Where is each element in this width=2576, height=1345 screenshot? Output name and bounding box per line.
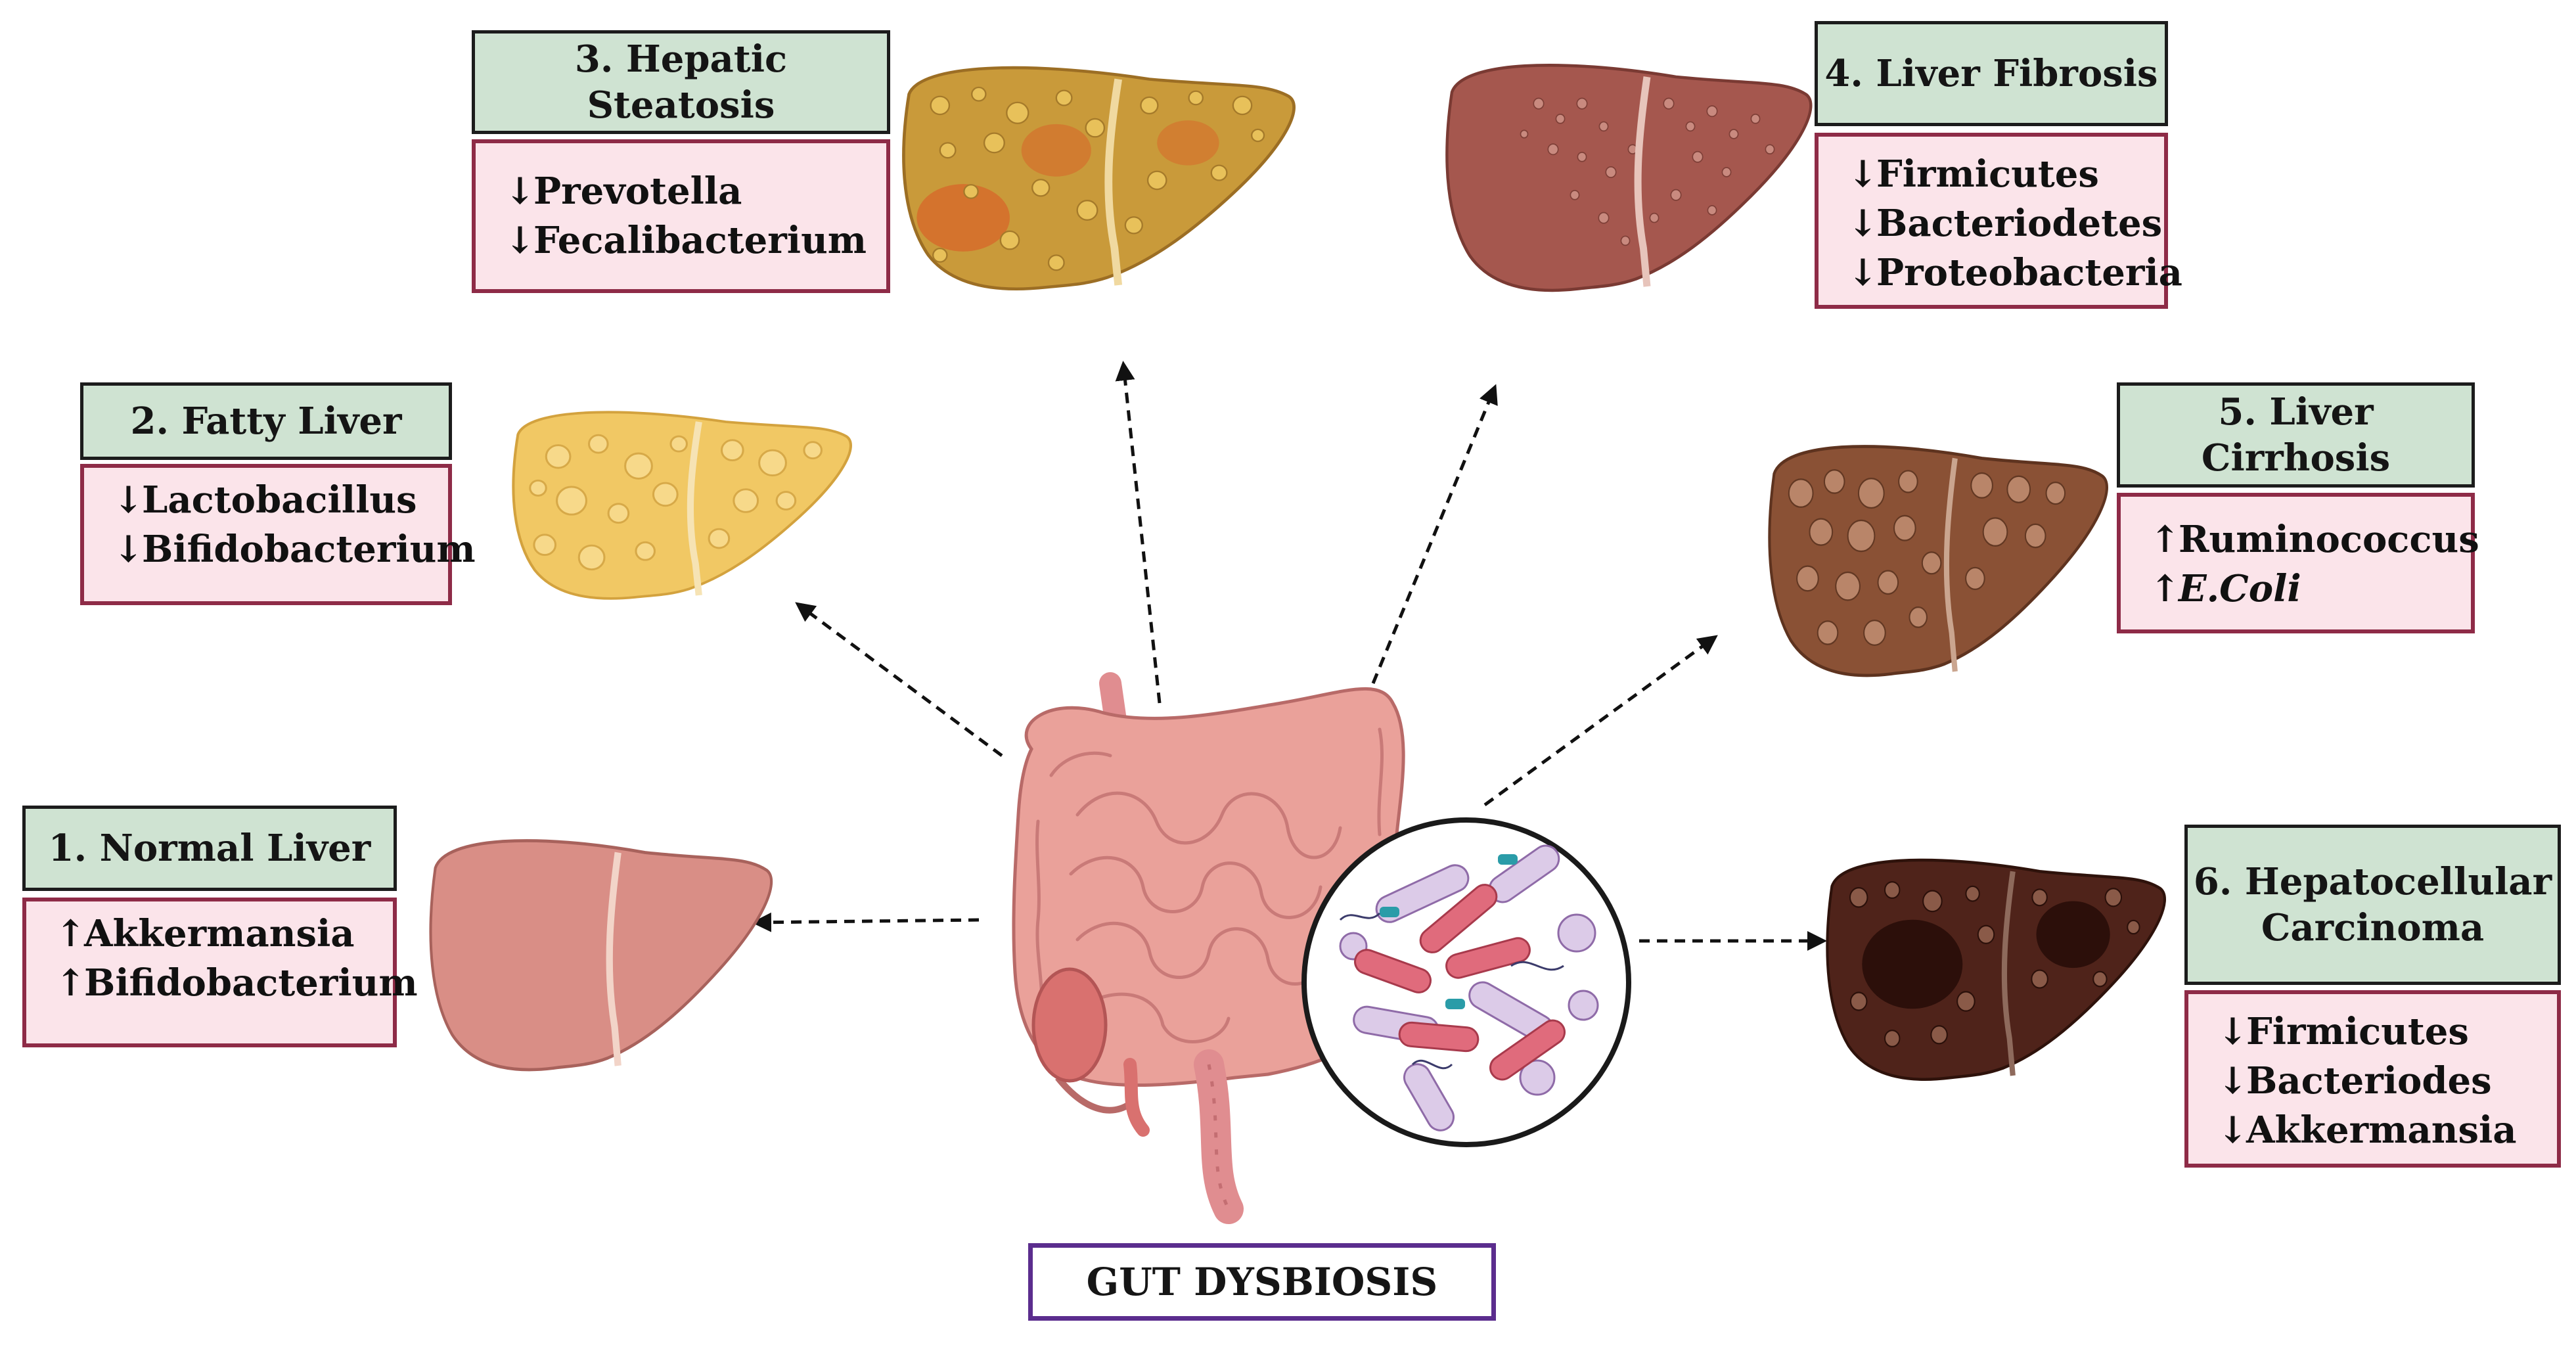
bacteria-item: ↓Lactobacillus — [113, 476, 448, 525]
bacteria-box-hepatocellular-carcinoma: ↓Firmicutes ↓Bacteriodes ↓Akkermansia — [2184, 990, 2561, 1168]
bacteria-item: ↓Firmicutes — [1847, 150, 2164, 199]
stage-title-normal-liver: 1. Normal Liver — [22, 806, 397, 891]
trend-arrow: ↓ — [2217, 1010, 2248, 1053]
bacteria-name: Ruminococcus — [2179, 518, 2479, 561]
bacteria-item: ↓Bacteriodetes — [1847, 199, 2164, 248]
bacteria-name: Bacteriodes — [2246, 1059, 2492, 1103]
bacteria-name: Firmicutes — [1876, 152, 2099, 196]
gut-dysbiosis-label: GUT DYSBIOSIS — [1028, 1243, 1496, 1321]
steatosis-liver-illustration — [903, 68, 1294, 289]
trend-arrow: ↑ — [2150, 567, 2181, 610]
trend-arrow: ↓ — [113, 528, 144, 571]
fatty-liver-illustration — [513, 412, 851, 599]
stage-title-line-2: Carcinoma — [2261, 906, 2485, 949]
arrow-to-fibrosis-liver — [1371, 384, 1498, 684]
stage-title-liver-fibrosis: 4. Liver Fibrosis — [1815, 21, 2168, 126]
bacteria-name: Prevotella — [533, 170, 742, 213]
stage-title-liver-cirrhosis: 5. Liver Cirrhosis — [2117, 382, 2475, 488]
stage-title-fatty-liver: 2. Fatty Liver — [80, 382, 452, 460]
arrow-to-fatty-liver — [795, 602, 1003, 758]
bacteria-item: ↓Proteobacteria — [1847, 248, 2182, 298]
bacteria-name: Akkermansia — [84, 912, 355, 955]
trend-arrow: ↓ — [2217, 1059, 2248, 1103]
trend-arrow: ↓ — [1847, 152, 1878, 196]
trend-arrow: ↑ — [55, 961, 86, 1005]
trend-arrow: ↓ — [505, 219, 535, 262]
normal-liver-illustration — [431, 840, 772, 1070]
stage-title-hepatic-steatosis: 3. Hepatic Steatosis — [472, 30, 890, 134]
bacteria-box-liver-fibrosis: ↓Firmicutes ↓Bacteriodetes ↓Proteobacter… — [1815, 133, 2182, 309]
bacteria-item: ↓Bacteriodes — [2217, 1057, 2557, 1106]
trend-arrow: ↓ — [1847, 202, 1878, 245]
bacteria-name: Akkermansia — [2246, 1108, 2517, 1152]
trend-arrow: ↓ — [2217, 1108, 2248, 1152]
bacteria-item: ↓Firmicutes — [2217, 1007, 2557, 1057]
microbiome-circle — [1301, 817, 1631, 1147]
bacteria-box-liver-cirrhosis: ↑Ruminococcus ↑E.Coli — [2117, 493, 2479, 633]
arrows — [752, 361, 1827, 951]
bacteria-item: ↓Fecalibacterium — [505, 216, 886, 265]
arrow-to-steatosis-liver — [1115, 361, 1162, 704]
bacteria-box-normal-liver: ↑Akkermansia ↑Bifidobacterium — [22, 898, 418, 1047]
bacteria-name: Proteobacteria — [1876, 251, 2182, 294]
arrow-to-normal-liver — [752, 912, 980, 932]
hcc-liver-illustration — [1827, 860, 2165, 1080]
bacteria-box-hepatic-steatosis: ↓Prevotella ↓Fecalibacterium — [472, 139, 890, 293]
bacteria-name: Firmicutes — [2246, 1010, 2469, 1053]
bacteria-name: E.Coli — [2179, 567, 2301, 610]
bacteria-name: Fecalibacterium — [533, 219, 867, 262]
bacteria-item: ↑E.Coli — [2150, 564, 2471, 614]
trend-arrow: ↑ — [2150, 518, 2181, 561]
trend-arrow: ↑ — [55, 912, 86, 955]
trend-arrow: ↓ — [1847, 251, 1878, 294]
bacteria-box-fatty-liver: ↓Lactobacillus ↓Bifidobacterium — [80, 464, 476, 605]
bacteria-item: ↑Akkermansia — [55, 909, 393, 959]
bacteria-item: ↑Ruminococcus — [2150, 515, 2479, 564]
cirrhosis-liver-illustration — [1769, 446, 2107, 675]
bacteria-name: Lactobacillus — [142, 478, 417, 522]
bacteria-name: Bifidobacterium — [84, 961, 418, 1005]
trend-arrow: ↓ — [505, 170, 535, 213]
stage-title-line-1: 6. Hepatocellular — [2193, 860, 2552, 903]
stage-title-hepatocellular-carcinoma: 6. Hepatocellular Carcinoma — [2184, 825, 2561, 985]
bacteria-item: ↓Akkermansia — [2217, 1106, 2557, 1155]
bacteria-item: ↓Prevotella — [505, 167, 886, 216]
bacteria-name: Bacteriodetes — [1876, 202, 2163, 245]
arrow-to-cirrhosis-liver — [1483, 635, 1718, 807]
bacteria-name: Bifidobacterium — [142, 528, 476, 571]
bacteria-item: ↑Bifidobacterium — [55, 959, 418, 1008]
fibrosis-liver-illustration — [1447, 65, 1811, 290]
bacteria-item: ↓Bifidobacterium — [113, 525, 476, 574]
trend-arrow: ↓ — [113, 478, 144, 522]
